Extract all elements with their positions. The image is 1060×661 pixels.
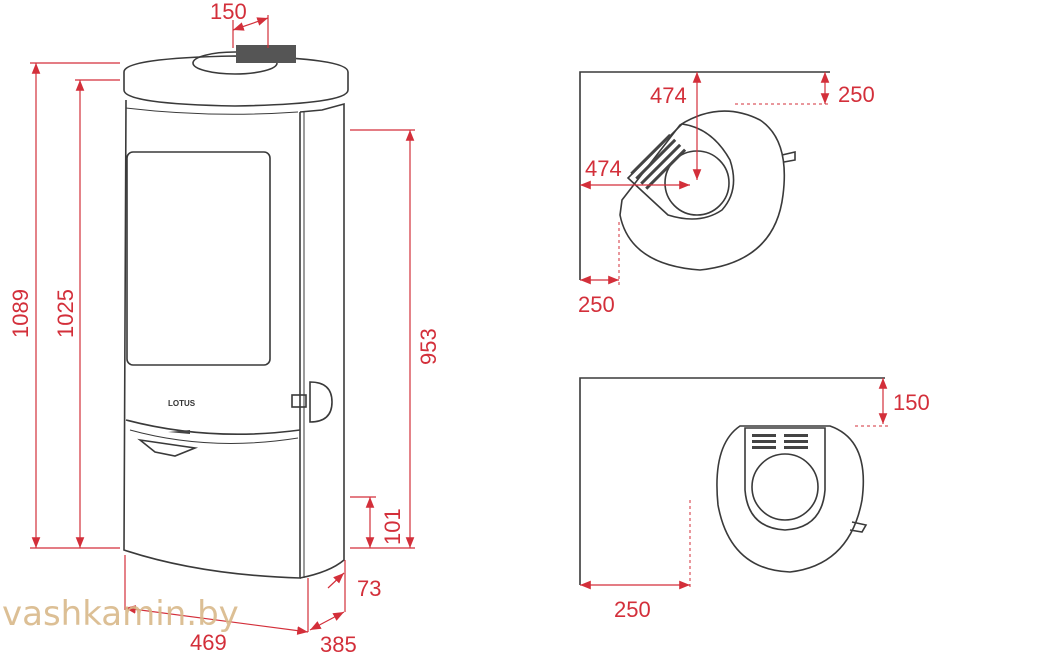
front-dimensions: 1089 1025 953 101 469 385 73 150 [8,0,441,657]
door-window [126,151,271,366]
dim-back-clearance: 250 [838,82,875,107]
watermark: vashkamin.by [2,594,239,634]
stove-top-cap [123,55,349,107]
door-bottom-edge [125,419,301,436]
dim-side-clearance: 250 [578,292,615,317]
door-handle-knob[interactable] [309,381,333,423]
grille-icon [630,133,687,190]
stove-body-side [299,102,345,579]
dim-flue-height: 1025 [53,289,78,338]
dim-flue-diameter: 150 [210,0,247,24]
wall-lines-2 [579,377,885,585]
top-grille-icon [236,45,296,63]
door-latch [291,394,307,408]
top-view-wall-install: 150 250 [579,377,930,622]
dim-side-height: 953 [416,328,441,365]
stove-outline-top-2 [716,425,865,573]
dim-base-offset: 73 [357,576,381,601]
stove-front-view: LOTUS [123,45,349,579]
brand-logo: LOTUS [168,399,196,408]
dim-base-height: 101 [380,508,405,545]
ash-handle [137,438,199,457]
wall-lines [579,71,830,280]
dim-total-height: 1089 [8,289,33,338]
stove-outline-top [619,110,786,271]
top-view-corner-install: 474 474 250 250 [578,71,875,317]
dim-width: 469 [190,630,227,655]
grille-icon-2 [752,434,808,449]
flue-circle-2 [751,453,819,521]
dim-back-clearance-2: 150 [893,390,930,415]
dim-depth: 385 [320,632,357,657]
dim-flue-to-wall-y: 474 [650,83,687,108]
dim-side-clearance-2: 250 [614,597,651,622]
dim-flue-to-wall-x: 474 [585,156,622,181]
stove-body-front [123,99,301,579]
